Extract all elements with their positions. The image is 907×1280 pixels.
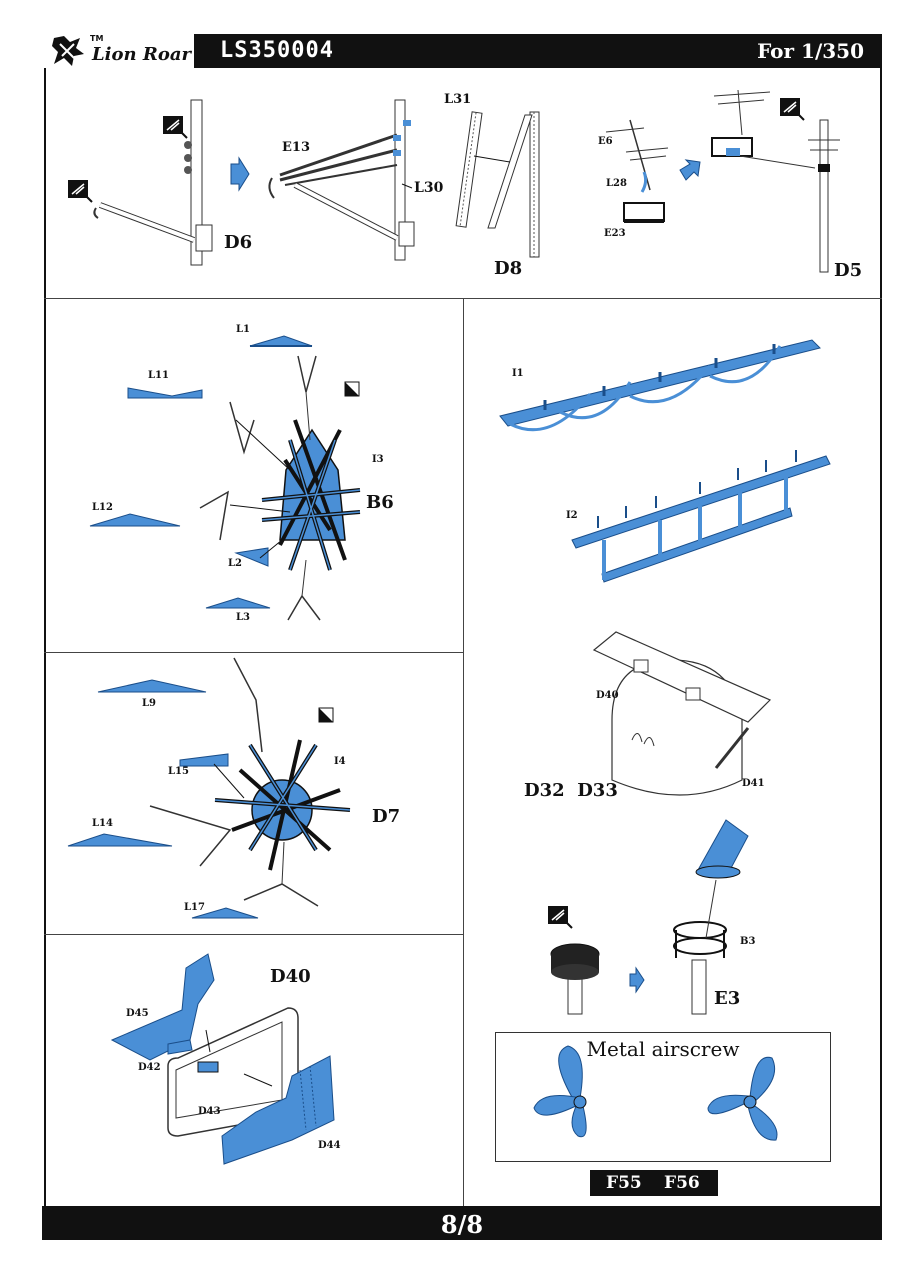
label-b6: B6 — [366, 492, 394, 513]
title-bar: LS350004 For 1/350 — [194, 34, 882, 68]
bend-instruction-icon — [67, 179, 93, 203]
airscrew-f55 — [533, 1045, 587, 1138]
label-l17: L17 — [184, 902, 205, 913]
label-d45: D45 — [126, 1008, 149, 1019]
rail-i2 — [571, 450, 831, 583]
bend-instruction-icon — [162, 115, 188, 139]
airscrew-title: Metal airscrew — [586, 1037, 740, 1061]
label-b3: B3 — [740, 936, 756, 947]
rail-i1 — [499, 339, 821, 432]
platform-d7 — [67, 657, 351, 919]
mast-d5 — [605, 89, 840, 273]
label-d43: D43 — [198, 1106, 221, 1117]
bend-instruction-icon — [547, 905, 573, 929]
label-d44: D44 — [318, 1140, 341, 1151]
ladder-l31-d8 — [455, 111, 540, 258]
label-e13: E13 — [282, 140, 310, 155]
label-e3: E3 — [714, 988, 741, 1009]
door-d40 — [110, 953, 335, 1165]
label-d6: D6 — [224, 232, 253, 253]
label-d40-small: D40 — [596, 690, 619, 701]
label-d42: D42 — [138, 1062, 161, 1073]
label-e23: E23 — [604, 228, 626, 239]
label-l1: L1 — [236, 324, 250, 335]
label-d7: D7 — [372, 806, 401, 827]
label-d41: D41 — [742, 778, 765, 789]
label-f55: F55 — [606, 1173, 642, 1193]
label-d5: D5 — [834, 260, 863, 281]
turret-d32-d33 — [592, 631, 772, 796]
label-d8: D8 — [494, 258, 523, 279]
label-i2: I2 — [566, 510, 578, 521]
divider — [463, 298, 464, 1206]
label-l31: L31 — [444, 92, 472, 107]
label-l28: L28 — [606, 178, 627, 189]
mast-d6-step2 — [268, 99, 415, 261]
footer: 8/8 — [42, 1206, 882, 1240]
label-l14: L14 — [92, 818, 113, 829]
product-code: LS350004 — [220, 38, 334, 63]
step-arrow-icon — [230, 156, 250, 192]
label-d40-big: D40 — [270, 966, 311, 987]
label-l2: L2 — [228, 558, 242, 569]
trademark-mark: TM — [90, 34, 104, 43]
platform-b6 — [89, 335, 361, 621]
label-i1: I1 — [512, 368, 524, 379]
lion-logo-icon — [52, 36, 84, 66]
label-f56: F56 — [664, 1173, 700, 1193]
brand-name: Lion Roar — [92, 44, 191, 65]
bend-instruction-icon — [779, 97, 805, 121]
divider — [44, 652, 463, 653]
label-l11: L11 — [148, 370, 169, 381]
airscrew-f56 — [707, 1056, 778, 1141]
mast-d6-step1 — [93, 99, 213, 266]
mount-b3-e3 — [550, 819, 749, 1015]
label-i3: I3 — [372, 454, 384, 465]
airscrew-part-bar: F55 F56 — [590, 1170, 718, 1196]
label-e6: E6 — [598, 136, 613, 147]
scale-label: For 1/350 — [757, 39, 864, 63]
label-l30: L30 — [414, 180, 444, 196]
divider — [44, 934, 463, 935]
brand-logo: TM Lion Roar — [42, 34, 192, 68]
header: TM Lion Roar LS350004 For 1/350 — [42, 34, 882, 68]
label-l3: L3 — [236, 612, 250, 623]
airscrew-box: Metal airscrew — [495, 1032, 831, 1162]
page-number: 8/8 — [440, 1210, 484, 1239]
label-i4: I4 — [334, 756, 346, 767]
label-l9: L9 — [142, 698, 156, 709]
label-d32-d33: D32 D33 — [524, 780, 618, 801]
label-l15: L15 — [168, 766, 189, 777]
label-l12: L12 — [92, 502, 113, 513]
fold-square-icon — [344, 381, 360, 397]
fold-square-icon — [318, 707, 334, 723]
page-frame — [44, 68, 882, 1206]
